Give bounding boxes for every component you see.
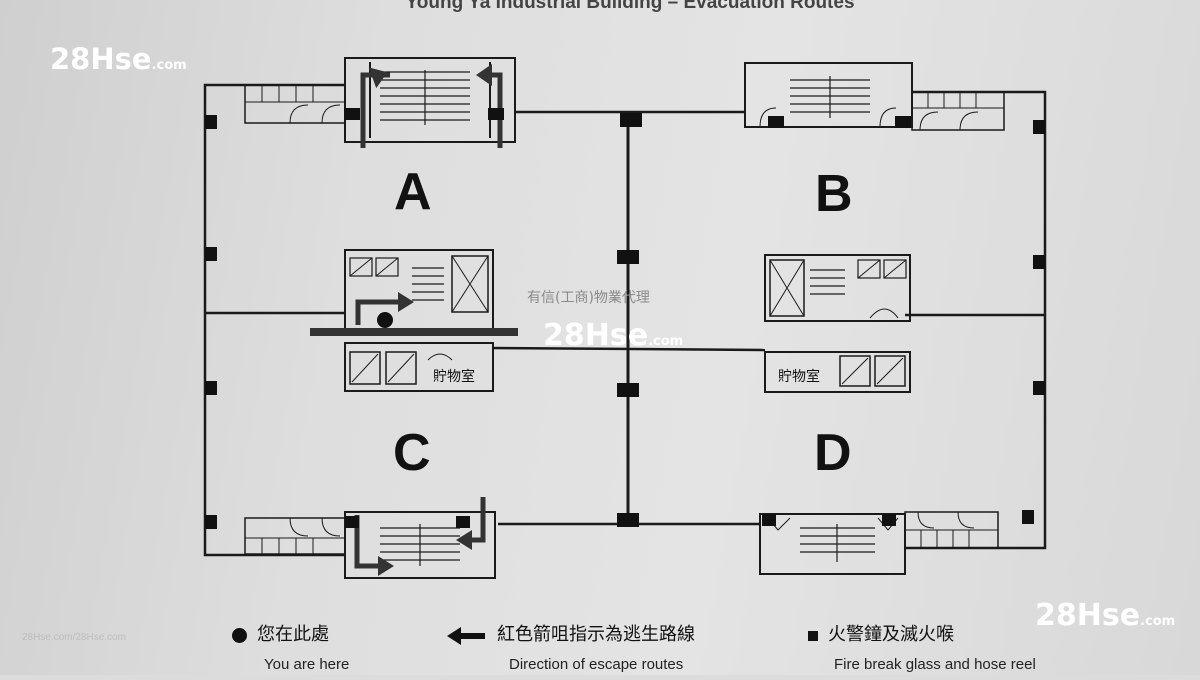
legend-you-are-here-zh: 您在此處: [257, 624, 329, 645]
unit-label-b: B: [815, 165, 853, 223]
legend-fire-equipment-zh: 火警鐘及滅火喉: [828, 624, 954, 645]
unit-label-a: A: [394, 163, 432, 221]
core-center-right: [764, 254, 911, 393]
watermark-faint: 28Hse.com/28Hse.com: [22, 632, 126, 643]
left-arrow-icon: [447, 626, 485, 645]
stair-core-top-left: [244, 57, 516, 143]
room-label-storage-right: 貯物室: [778, 369, 820, 385]
outer-wall-right: [905, 90, 1047, 550]
core-center-left: [344, 249, 494, 392]
escape-route-center-left: [310, 292, 518, 336]
stair-core-top-right: [744, 62, 1005, 131]
unit-label-d: D: [814, 424, 852, 482]
legend-fire-equipment: 火警鐘及滅火喉 Fire break glass and hose reel: [808, 620, 1036, 680]
legend-escape-route-en: Direction of escape routes: [509, 656, 684, 673]
escape-arrowheads-top-left: [368, 64, 492, 89]
watermark-center: 28Hse.com: [543, 318, 684, 353]
outer-wall-left: [203, 83, 345, 557]
filled-circle-icon: [232, 628, 247, 644]
legend-fire-equipment-en: Fire break glass and hose reel: [834, 656, 1036, 673]
legend-escape-route-zh: 紅色箭咀指示為逃生路線: [497, 624, 695, 645]
watermark-bottom-right: 28Hse.com: [1035, 598, 1176, 633]
you-are-here-marker: [377, 312, 393, 328]
stair-core-bottom-right: [759, 511, 999, 575]
escape-arrowheads-bottom-left: [378, 530, 472, 576]
watermark-top-left: 28Hse.com: [50, 42, 187, 76]
legend-you-are-here-en: You are here: [264, 656, 350, 673]
watermark-agent: 有信(工商)物業代理: [527, 290, 650, 306]
room-label-storage-left: 貯物室: [433, 369, 475, 385]
unit-label-c: C: [393, 424, 431, 482]
fire-break-glass-markers: [205, 108, 1045, 529]
page-title: Young Ya Industrial Building – Evacuatio…: [405, 0, 855, 13]
filled-square-icon: [808, 630, 818, 641]
legend-escape-route: 紅色箭咀指示為逃生路線 Direction of escape routes: [447, 620, 695, 680]
legend-you-are-here: 您在此處 You are here: [232, 620, 349, 680]
escape-route-bottom-left: [354, 497, 486, 569]
stair-core-bottom-left: [244, 511, 496, 579]
divider-middle: [491, 346, 766, 352]
